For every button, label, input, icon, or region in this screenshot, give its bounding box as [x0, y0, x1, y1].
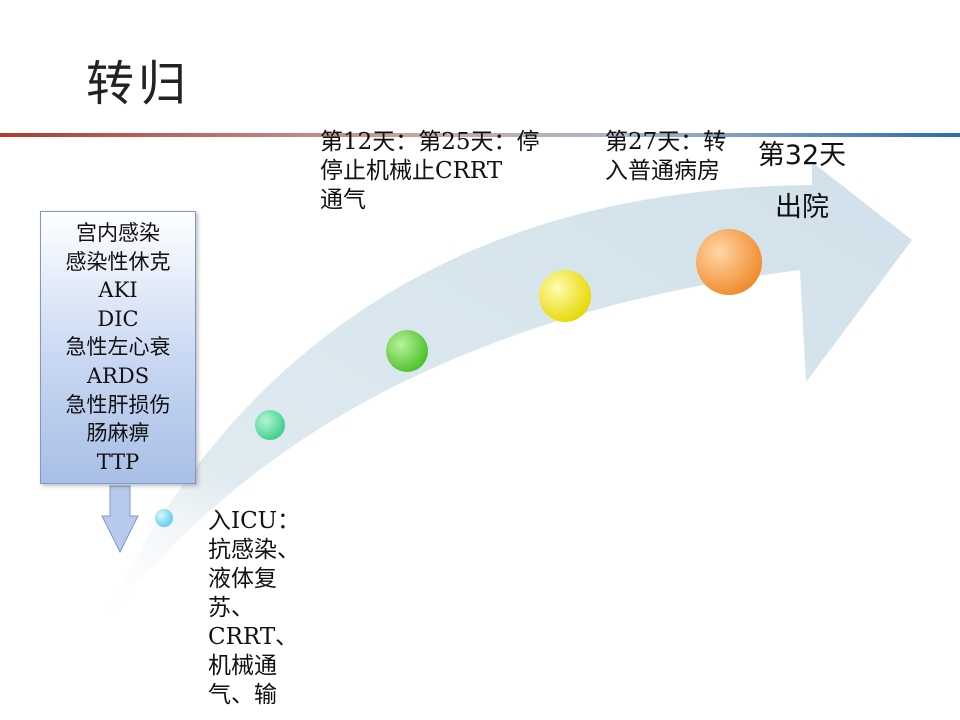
callout-line: DIC [97, 306, 139, 331]
milestone-label-day12-day25: 第12天：第25天：停 停止机械止CRRT 通气 [320, 128, 540, 215]
milestone-dot-4 [539, 270, 591, 322]
complications-callout: 宫内感染 感染性休克 AKI DIC 急性左心衰 ARDS 急性肝损伤 肠麻痹 … [40, 211, 196, 484]
callout-line: AKI [98, 278, 138, 303]
callout-line: ARDS [86, 363, 150, 388]
milestone-label-line: 机械通 [208, 653, 277, 679]
milestone-dot-day27 [696, 229, 762, 295]
milestone-label-icu: 入ICU： 抗感染、 液体复 苏、 CRRT、 机械通 气、输 [208, 507, 300, 710]
milestone-dot-icu [155, 509, 173, 527]
milestone-label-line: 苏、 [208, 595, 254, 621]
milestone-label-line: 入普通病房 [605, 158, 720, 184]
down-arrow-icon [101, 485, 139, 554]
milestone-label-line: CRRT、 [208, 624, 299, 650]
callout-line: 感染性休克 [65, 249, 171, 274]
callout-line: 急性左心衰 [65, 335, 171, 360]
slide-title: 转归 [86, 56, 191, 112]
milestone-label-line: 入ICU： [208, 508, 301, 534]
milestone-label-line: 停止机械止CRRT [320, 158, 503, 184]
milestone-label-line: 出院 [775, 192, 829, 223]
milestone-label-line: 气、输 [208, 682, 277, 708]
milestone-label-line: 第12天：第25天：停 [320, 129, 540, 155]
milestone-dot-day12 [386, 330, 428, 372]
callout-line: TTP [96, 449, 140, 474]
milestone-label-line: 通气 [320, 187, 366, 213]
milestone-dot-2 [255, 410, 285, 440]
callout-line: 肠麻痹 [86, 421, 150, 446]
callout-line: 宫内感染 [76, 221, 160, 245]
milestone-label-line: 抗感染、 [208, 537, 300, 563]
milestone-label-line: 第32天 [757, 140, 847, 171]
milestone-label-day27: 第27天：转 入普通病房 [605, 128, 726, 186]
header-divider [0, 133, 960, 137]
callout-line: 急性肝损伤 [65, 392, 171, 417]
milestone-label-day32: 第32天 出院 [752, 130, 852, 234]
milestone-label-line: 液体复 [208, 566, 277, 592]
milestone-label-line: 第27天：转 [605, 129, 727, 155]
